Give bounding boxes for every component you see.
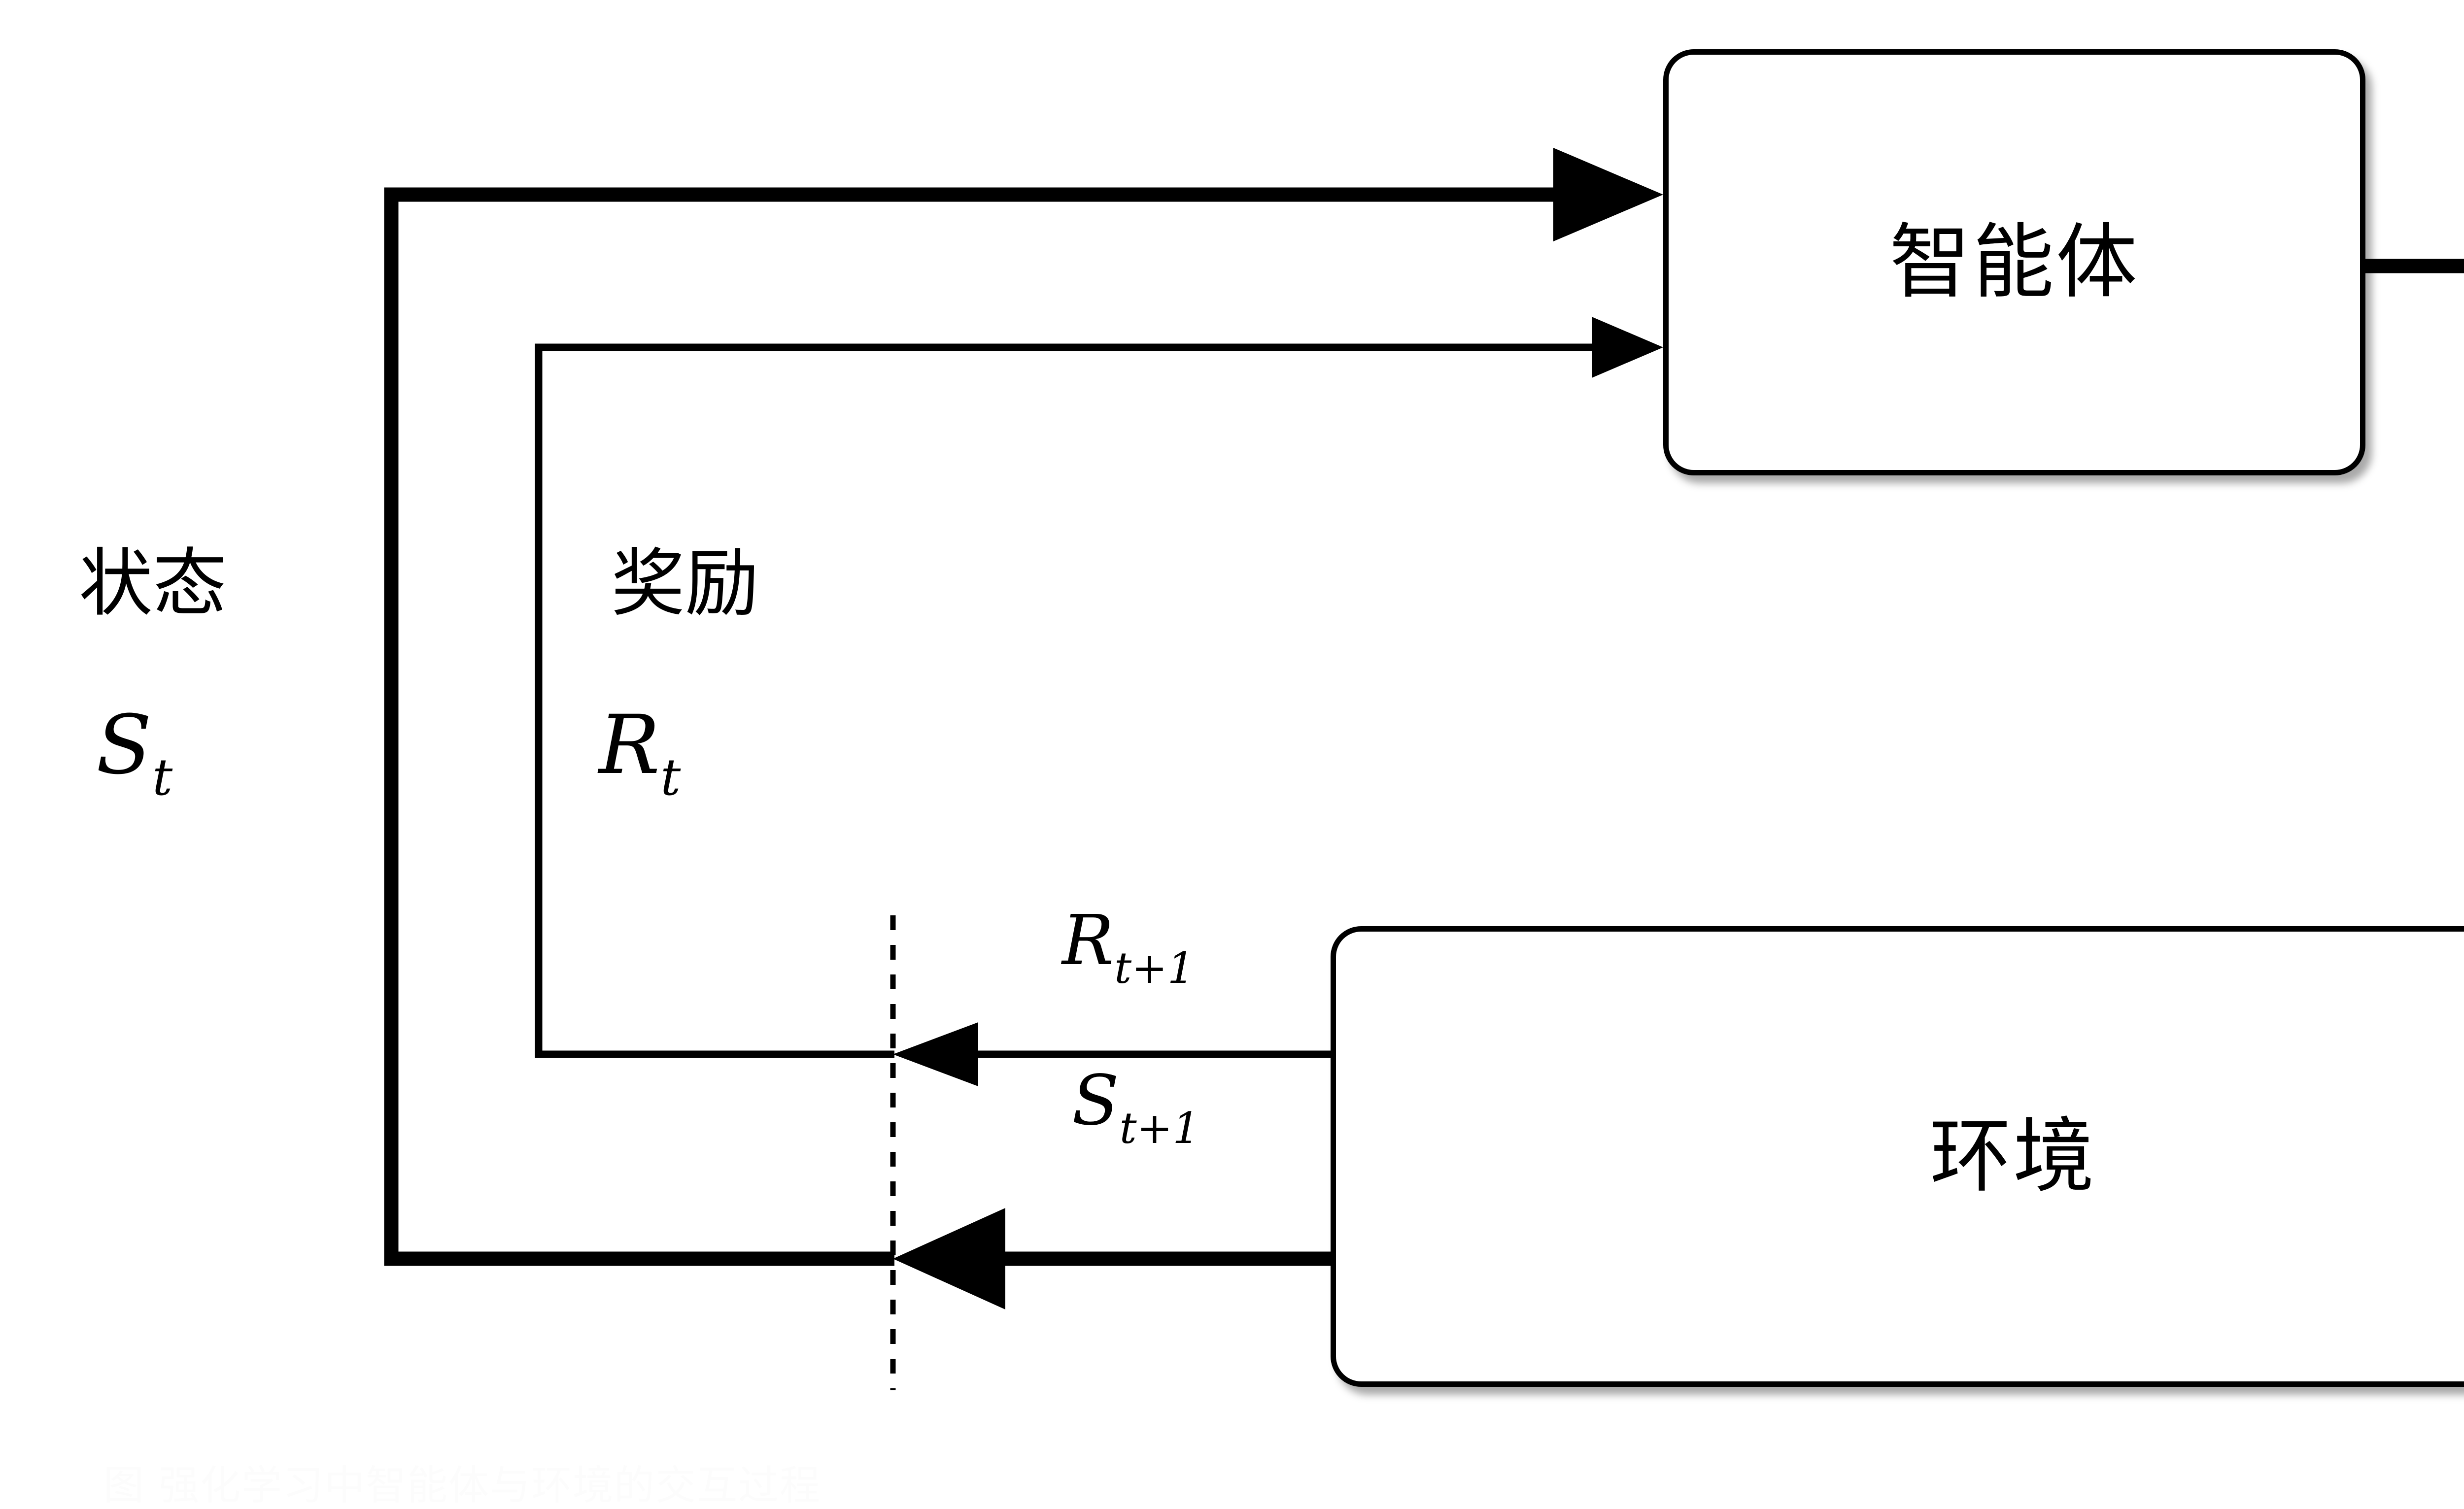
edge-state-next-out (893, 1208, 1331, 1309)
agent-node[interactable]: 智能体 (1663, 49, 2365, 475)
agent-node-label: 智能体 (1889, 215, 2139, 309)
reward-arrowhead (1592, 317, 1663, 378)
edge-state-to-agent (384, 148, 1663, 1266)
reward-next-arrowhead (893, 1022, 978, 1086)
environment-node[interactable]: 环境 (1331, 926, 2464, 1387)
environment-node-label: 环境 (1930, 1109, 2096, 1204)
edge-reward-to-agent (535, 317, 1663, 1058)
state-next-arrowhead (893, 1208, 1005, 1309)
state-arrowhead (1553, 148, 1663, 241)
edge-reward-next-out (893, 1022, 1331, 1086)
figure-caption: 图 强化学习中智能体与环境的交互过程 (103, 1462, 821, 1509)
